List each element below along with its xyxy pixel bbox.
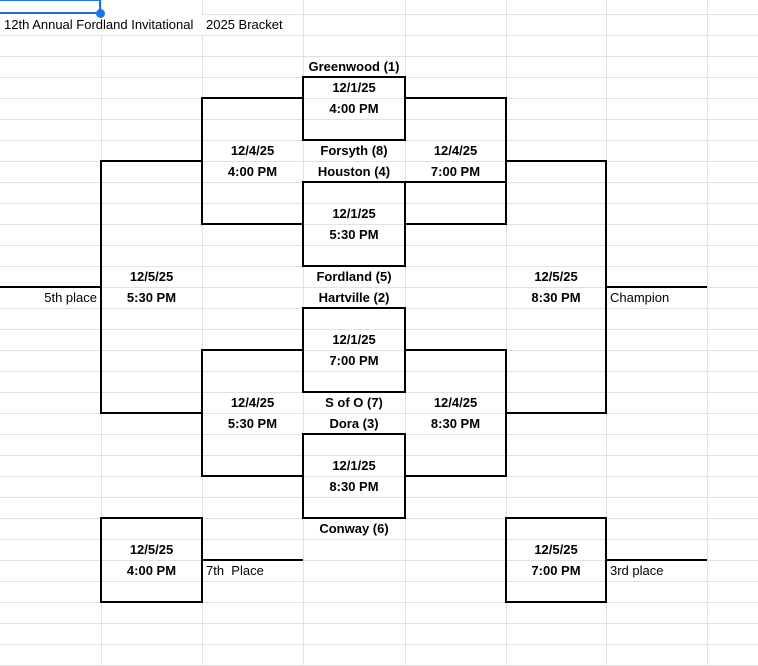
bracket-line — [506, 412, 606, 414]
cell-E20[interactable]: 12/4/25 — [433, 395, 478, 410]
game-box — [302, 433, 406, 519]
gridline-h — [0, 161, 758, 162]
gridline-h — [0, 623, 758, 624]
cell-D4[interactable]: Greenwood (1) — [308, 59, 400, 74]
bracket-line — [201, 349, 203, 477]
bracket-line — [201, 97, 203, 225]
cell-D8[interactable]: Forsyth (8) — [320, 143, 388, 158]
bracket-line — [505, 97, 507, 225]
cell-F15[interactable]: 8:30 PM — [531, 290, 581, 305]
gridline-h — [0, 119, 758, 120]
cell-E21[interactable]: 8:30 PM — [430, 416, 481, 431]
cell-C8[interactable]: 12/4/25 — [230, 143, 275, 158]
gridline-h — [0, 14, 758, 15]
selection-box[interactable] — [0, 0, 101, 14]
cell-D11[interactable]: 12/1/25 — [332, 206, 376, 221]
cell-B27[interactable]: 12/5/25 — [129, 542, 174, 557]
gridline-v — [506, 0, 507, 666]
cell-F28[interactable]: 7:00 PM — [531, 563, 581, 578]
cell-D5[interactable]: 12/1/25 — [332, 80, 376, 95]
gridline-h — [0, 35, 758, 36]
bracket-line — [405, 223, 506, 225]
cell-G28[interactable]: 3rd place — [610, 563, 664, 578]
bracket-line — [405, 349, 506, 351]
cell-D24[interactable]: 8:30 PM — [329, 479, 379, 494]
gridline-h — [0, 476, 758, 477]
bracket-line — [202, 475, 303, 477]
gridline-h — [0, 350, 758, 351]
gridline-h — [0, 203, 758, 204]
cell-D15[interactable]: Hartville (2) — [318, 290, 390, 305]
cell-D14[interactable]: Fordland (5) — [316, 269, 392, 284]
cell-D9[interactable]: Houston (4) — [317, 164, 391, 179]
gridline-h — [0, 329, 758, 330]
bracket-line — [202, 223, 303, 225]
game-box — [505, 517, 607, 603]
cell-C9[interactable]: 4:00 PM — [227, 164, 278, 179]
gridline-h — [0, 644, 758, 645]
cell-D18[interactable]: 7:00 PM — [329, 353, 379, 368]
cell-F14[interactable]: 12/5/25 — [534, 269, 578, 284]
gridline-h — [0, 245, 758, 246]
gridline-h — [0, 98, 758, 99]
game-box — [302, 76, 406, 141]
bracket-line — [405, 475, 506, 477]
game-box — [302, 307, 406, 393]
bracket-line — [101, 160, 202, 162]
bracket-line — [606, 559, 707, 561]
gridline-h — [0, 602, 758, 603]
cell-C20[interactable]: 12/4/25 — [230, 395, 275, 410]
cell-A15[interactable]: 5th place — [44, 290, 97, 305]
gridline-h — [0, 413, 758, 414]
bracket-line — [605, 160, 607, 414]
bracket-line — [100, 160, 102, 414]
game-box — [100, 517, 203, 603]
cell-B15[interactable]: 5:30 PM — [126, 290, 177, 305]
gridline-h — [0, 224, 758, 225]
bracket-line — [0, 286, 101, 288]
gridline-h — [0, 287, 758, 288]
gridline-v — [707, 0, 708, 666]
cell-D23[interactable]: 12/1/25 — [332, 458, 376, 473]
gridline-h — [0, 539, 758, 540]
cell-C2[interactable]: 2025 Bracket — [206, 17, 283, 32]
bracket-line — [505, 349, 507, 477]
game-box — [302, 181, 406, 267]
gridline-h — [0, 455, 758, 456]
cell-A2[interactable]: 12th Annual Fordland Invitational — [0, 14, 202, 35]
gridline-h — [0, 497, 758, 498]
cell-G15[interactable]: Champion — [610, 290, 670, 305]
bracket-line — [202, 559, 303, 561]
bracket-line — [202, 349, 303, 351]
bracket-line — [606, 286, 707, 288]
cell-C21[interactable]: 5:30 PM — [227, 416, 278, 431]
cell-B14[interactable]: 12/5/25 — [129, 269, 174, 284]
bracket-line — [506, 160, 606, 162]
cell-D21[interactable]: Dora (3) — [329, 416, 379, 431]
fill-handle-icon[interactable] — [96, 9, 105, 18]
bracket-line — [202, 97, 303, 99]
gridline-h — [0, 560, 758, 561]
cell-D12[interactable]: 5:30 PM — [329, 227, 379, 242]
bracket-line — [405, 181, 506, 183]
cell-E9[interactable]: 7:00 PM — [430, 164, 481, 179]
bracket-line — [405, 97, 506, 99]
cell-D26[interactable]: Conway (6) — [319, 521, 389, 536]
gridline-h — [0, 581, 758, 582]
cell-B28[interactable]: 4:00 PM — [126, 563, 177, 578]
cell-D17[interactable]: 12/1/25 — [332, 332, 376, 347]
cell-E8[interactable]: 12/4/25 — [433, 143, 478, 158]
gridline-v — [202, 0, 203, 666]
cell-F27[interactable]: 12/5/25 — [534, 542, 578, 557]
cell-C28[interactable]: 7th Place — [206, 563, 264, 578]
cell-D20[interactable]: S of O (7) — [325, 395, 383, 410]
gridline-h — [0, 371, 758, 372]
cell-D6[interactable]: 4:00 PM — [329, 101, 379, 116]
gridline-h — [0, 56, 758, 57]
bracket-line — [101, 412, 202, 414]
